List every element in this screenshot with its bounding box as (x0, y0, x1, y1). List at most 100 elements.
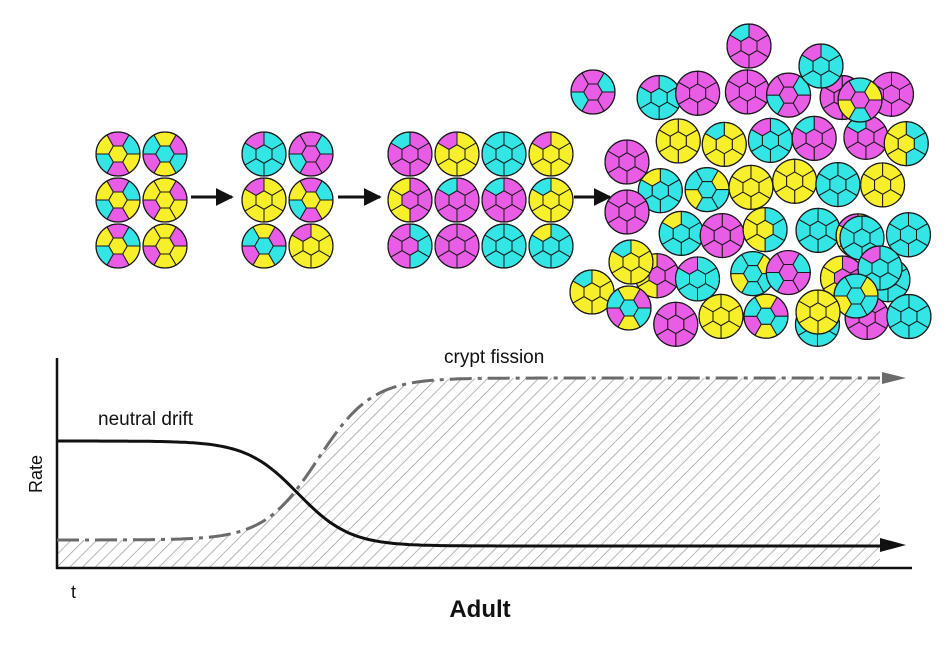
crypt-center (495, 144, 513, 164)
crypt-center (846, 287, 866, 305)
crypt-center (738, 82, 756, 102)
crypt (859, 162, 906, 208)
crypt (95, 131, 141, 177)
crypt-center (742, 177, 760, 198)
crypt (95, 177, 141, 223)
crypt-center (401, 236, 419, 256)
crypt (434, 177, 480, 223)
crypt-center (761, 130, 779, 151)
crypt-outline (726, 23, 772, 69)
crypt (434, 223, 480, 269)
crypt-center (809, 220, 827, 241)
crypt-center (667, 314, 685, 335)
crypt-outline (653, 301, 699, 347)
crypt-center (713, 225, 731, 246)
crypt (795, 289, 841, 335)
crypt-center (672, 223, 690, 244)
crypt-outline (885, 212, 932, 258)
crypt-center (669, 131, 687, 151)
crypt (837, 77, 883, 123)
crypt-center (857, 127, 875, 148)
crypt-outline (142, 177, 188, 223)
crypt-outline (608, 239, 654, 285)
crypt-center (853, 228, 871, 248)
crypt (604, 139, 650, 185)
crypt-center (882, 84, 900, 105)
crypt (528, 131, 574, 177)
crypt (241, 177, 287, 223)
crypt-center (108, 237, 128, 255)
crypt-center (618, 152, 636, 172)
crypt-center (583, 282, 601, 302)
crypt-outline (857, 245, 903, 291)
crypt-center (805, 128, 823, 149)
crypt (288, 131, 334, 177)
crypt-center (401, 190, 419, 210)
crypt (833, 273, 879, 319)
crypt-outline (288, 131, 334, 177)
crypt (843, 114, 889, 160)
crypt (241, 223, 287, 269)
crypt (798, 43, 844, 89)
stage-3 (387, 131, 574, 269)
crypt-center (742, 265, 763, 283)
crypt-outline (142, 223, 188, 269)
crypt-center (778, 86, 799, 104)
crypt-outline (606, 285, 652, 331)
crypt-center (689, 83, 707, 104)
crypt-center (897, 133, 915, 154)
crypt-center (622, 252, 640, 272)
crypt (765, 72, 812, 118)
crypt-outline (833, 273, 879, 319)
crypt-center (786, 171, 804, 192)
crypt-outline (837, 77, 883, 123)
crypt-center (651, 180, 669, 201)
crypt-center (495, 236, 513, 256)
crypt (658, 210, 704, 256)
crypt-center (495, 190, 513, 210)
crypt-center (697, 181, 717, 199)
crypt-outline (675, 70, 721, 116)
crypt-center (301, 145, 321, 163)
crypt (675, 70, 721, 116)
crypt (142, 131, 188, 177)
crypt-outline (604, 139, 650, 185)
crypt-center (583, 83, 603, 101)
crypt-outline (241, 223, 287, 269)
crypt-outline (698, 293, 744, 339)
crypt-outline (95, 131, 141, 177)
crypt-outline (95, 177, 141, 223)
crypt-outline (481, 131, 527, 177)
crypt-center (850, 91, 870, 109)
crypt (815, 161, 861, 208)
crypt (883, 121, 929, 167)
crypt-outline (528, 177, 574, 223)
crypt-outline (674, 256, 721, 302)
crypt (653, 301, 699, 347)
crypt-outline (701, 121, 747, 167)
neutral-drift-curve (57, 439, 880, 548)
crypt (387, 177, 433, 223)
crypt-center (871, 258, 889, 278)
crypt (743, 293, 789, 339)
stage-2 (241, 131, 334, 269)
crypt-center (448, 190, 466, 210)
crypt-outline (886, 293, 932, 340)
crypt (604, 189, 650, 235)
crypt (528, 223, 574, 269)
crypt-outline (528, 223, 574, 269)
crypt-outline (791, 115, 837, 161)
crypt-outline (241, 177, 287, 223)
crypt (288, 223, 334, 269)
crypt-center (155, 145, 175, 163)
crypt (606, 285, 652, 331)
crypt-outline (604, 189, 650, 235)
rate-graph: neutral drift crypt fission Rate t Adult (26, 347, 912, 623)
crypt-center (809, 302, 827, 322)
crypt (570, 69, 616, 115)
crypt-outline (743, 293, 789, 339)
crypt (142, 223, 188, 269)
crypt (765, 249, 811, 296)
crypt (481, 177, 527, 223)
